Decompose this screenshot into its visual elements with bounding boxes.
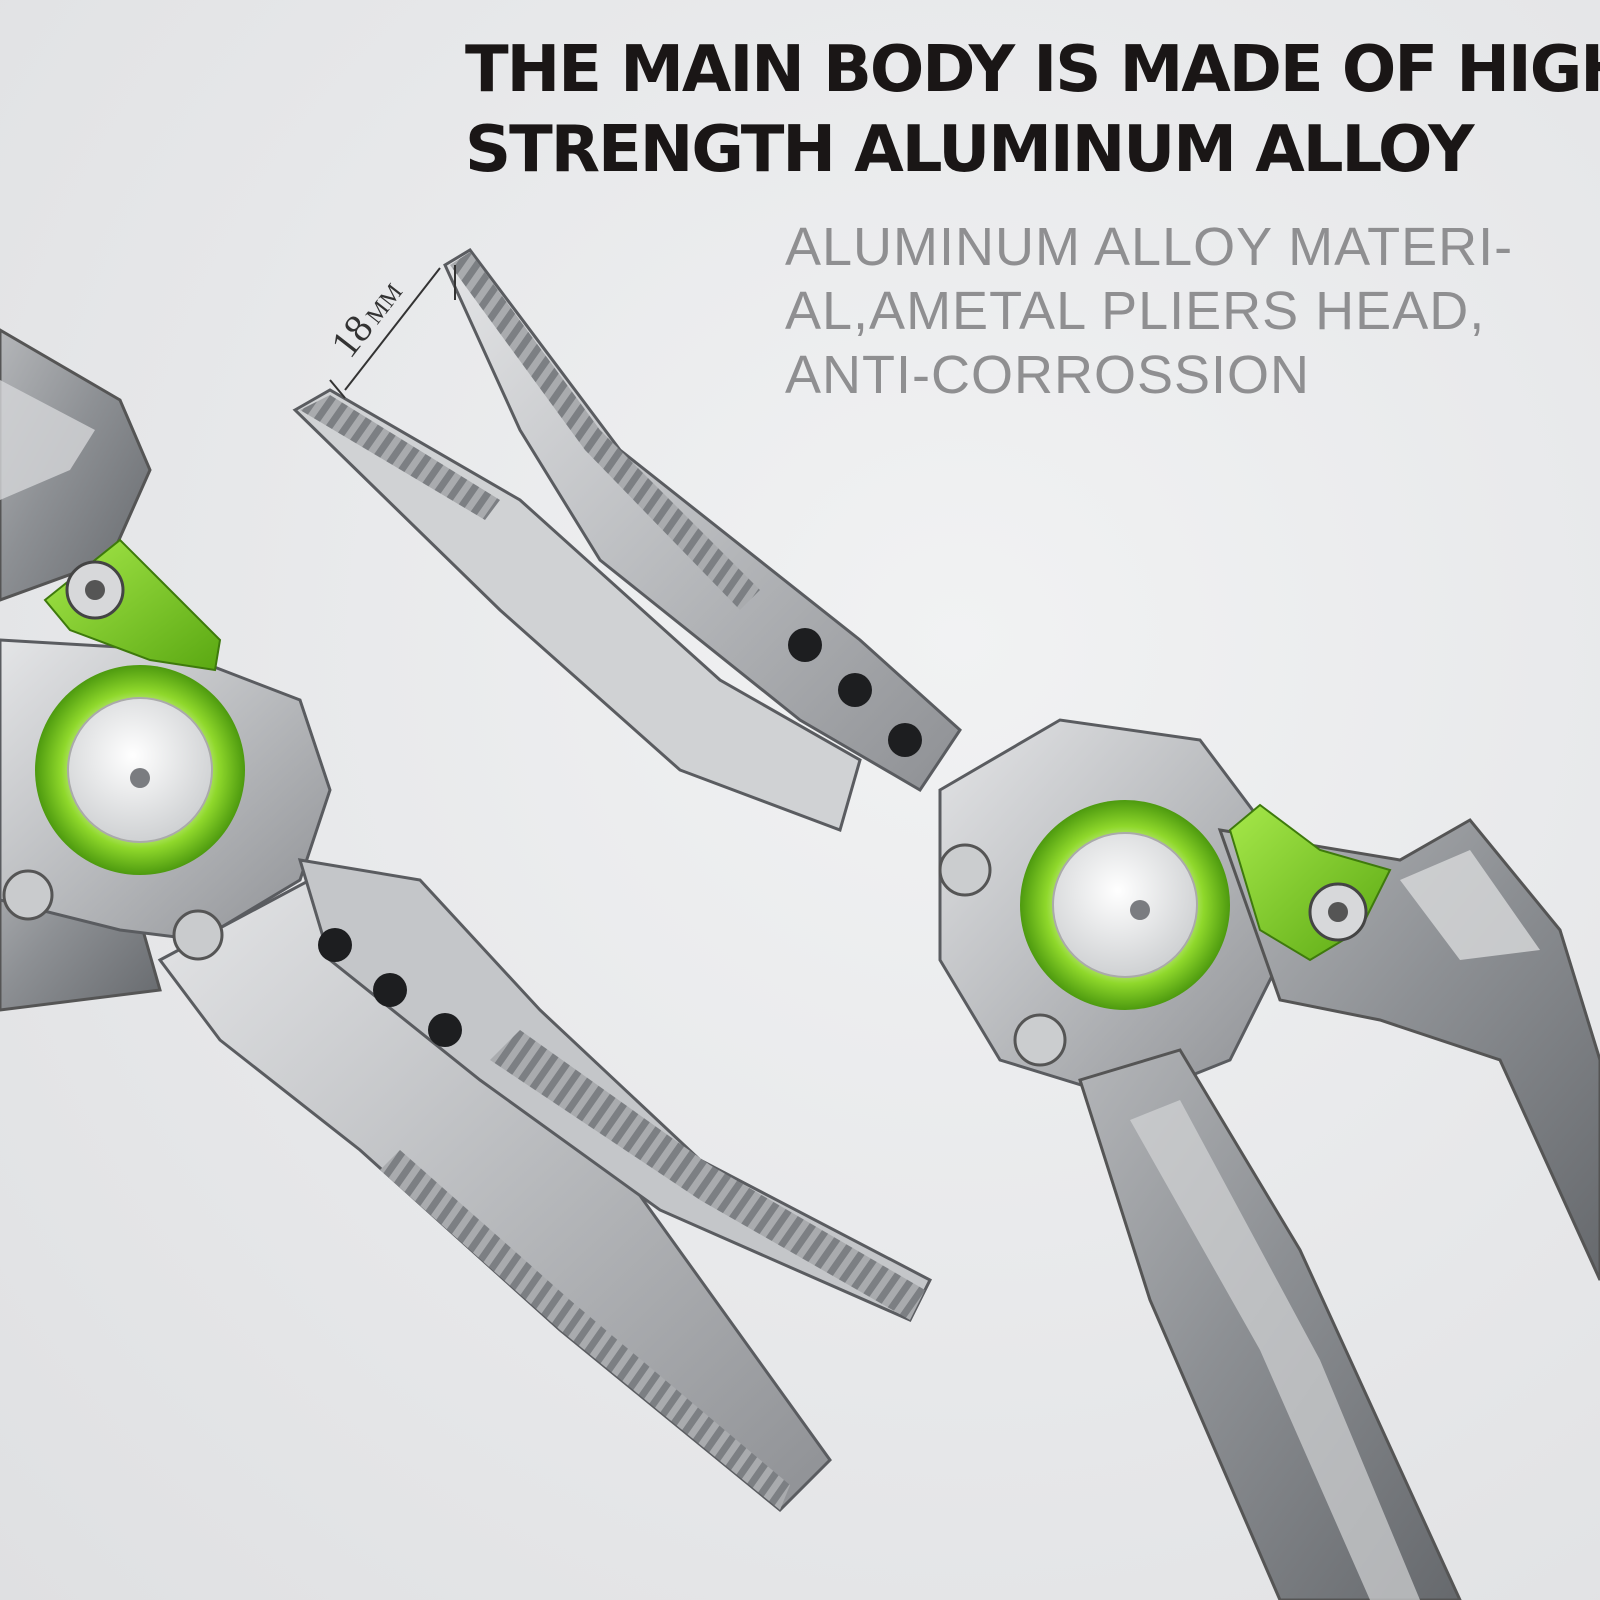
- dimension-marker: 18 MM: [322, 265, 456, 399]
- headline-line-2: STRENGTH ALUMINUM ALLOY: [465, 113, 1475, 187]
- left-pliers: [0, 328, 933, 1513]
- headline: THE MAIN BODY IS MADE OF HIGH STRENGTH A…: [465, 30, 1600, 190]
- feature-description-line-1: ALUMINUM ALLOY MATERI-: [785, 217, 1514, 277]
- feature-description-line-2: AL,AMETAL PLIERS HEAD,: [785, 281, 1486, 341]
- headline-line-1: THE MAIN BODY IS MADE OF HIGH: [465, 33, 1600, 107]
- dimension-unit: MM: [361, 279, 408, 329]
- right-pliers: [292, 248, 1600, 1600]
- feature-description: ALUMINUM ALLOY MATERI- AL,AMETAL PLIERS …: [785, 215, 1585, 407]
- feature-description-line-3: ANTI-CORROSSION: [785, 345, 1311, 405]
